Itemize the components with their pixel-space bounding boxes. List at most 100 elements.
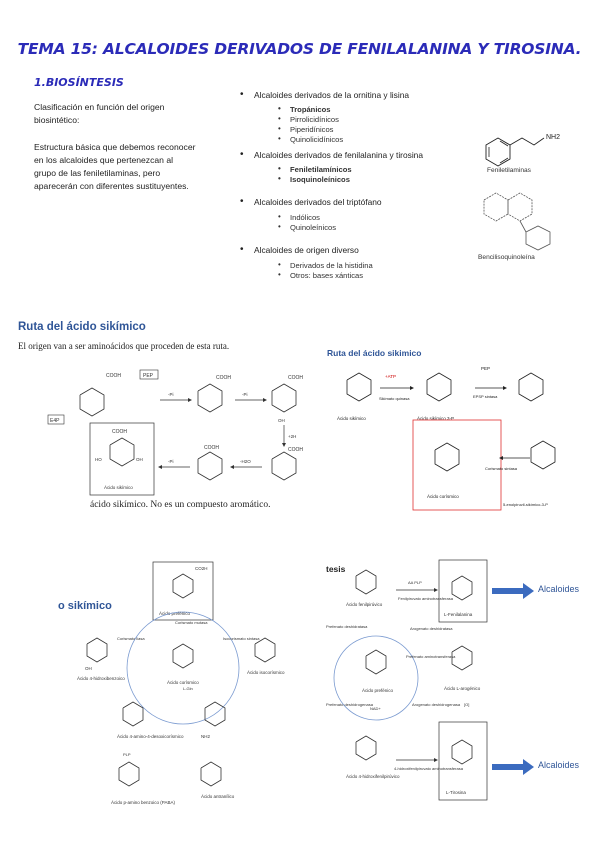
category-group: Alcaloides derivados de fenilalanina y t… [240,149,470,185]
shikimic-right-diagram: Ácido sikímico +ATP Sikimato quinasa Áci… [337,366,556,511]
benzylisoquinoline-structure [483,192,551,251]
ltyr-label: L-Tirosina [446,790,466,795]
pref-dehydrog-label: Prefenato deshidrogenasa [326,702,374,707]
prephenic-box [152,561,214,621]
category-sub: Quinolicidínicos [278,134,470,145]
category-sub: Indólicos [278,212,470,223]
para2-line: grupo de las feniletilaminas, pero [34,168,161,178]
co2h-label: CO2H [195,566,208,571]
lyase-label: Corismato liasa [117,636,145,641]
phenylpyruvic-label: Ácido fenilpirúvico [346,601,383,607]
para2-line: en los alcaloides que pertenezcan al [34,155,174,165]
s3p-label: Ácido sikímico 3-P [417,415,454,421]
h-label: +2H [288,434,296,439]
category-group: Alcaloides de origen diverso Derivados d… [240,244,470,281]
arrow-to-alkaloids-2 [492,759,534,775]
prephenic-right-label: Ácido prefénico [362,687,394,693]
cooh-label: COOH [288,375,303,381]
hpp-amino-label: 4-hidroxifenilpiruvato aminotransferasa [394,766,464,771]
anthranilic-label: Ácido antranílico [201,793,235,799]
hb-label: Ácido 4-hidroxibenzoico [77,675,125,681]
shik-label: Ácido sikímico [337,415,366,421]
oh-label: OH [136,457,143,462]
pep-right-label: PEP [481,366,490,371]
shikimic-acid-box [89,422,155,496]
category-head: Alcaloides derivados de la ornitina y li… [240,89,470,100]
category-sub: Pirrolicidínicos [278,114,470,125]
arog-dehyd-label: Arogenato deshidratasa [410,626,453,631]
category-head: Alcaloides derivados de fenilalanina y t… [240,149,470,160]
fp-amino-label: Fenilpiruvato aminotransferasa [398,596,454,601]
structure-paragraph: Estructura básica que debemos reconocer … [34,141,244,193]
bottom-right-heading: tesis [326,564,346,574]
pep-label: PEP [143,373,154,379]
pi-label: -Pi [168,459,174,464]
oh-label: OH [278,418,285,423]
category-head: Alcaloides derivados del triptófano [240,196,470,207]
e4p-label: E4P [50,418,60,424]
cooh-label: COOH [204,445,219,451]
category-sub: Quinoleínicos [278,222,470,233]
h2o-label: -H2O [240,459,251,464]
chorismic-label: Ácido corísmico [167,679,199,685]
mutase-label: Corismato mutasa [175,620,208,625]
para1-line: Clasificación en función del origen [34,102,165,112]
page-title: TEMA 15: ALCALOIDES DERIVADOS DE FENILAL… [17,40,582,58]
shikimic-intro: El origen van a ser aminoácidos que proc… [18,341,230,351]
category-sub: Derivados de la histidina [278,260,470,271]
isomerase-label: Isocorismato sintasa [223,636,260,641]
shikimic-heading: Ruta del ácido sikímico [18,321,146,333]
para1-line: biosintético: [34,115,80,125]
para2-line: Estructura básica que debemos reconocer [34,142,196,152]
phe-tyr-biosynthesis-diagram: Ácido fenilpirúvico AA PLP Fenilpiruvato… [326,559,488,801]
nh2-label: NH2 [201,734,210,739]
category-sub: Isoquinoleínicos [278,174,470,185]
paba-label: Ácido p-amino benzoico (PABA) [111,799,175,805]
hpp-label: Ácido 4-hidroxifenilpirúvico [346,773,400,779]
bottom-left-heading: o sikímico [58,600,112,612]
lphe-box [438,559,488,623]
prephenate-circle [333,635,419,721]
pep-box [139,369,159,380]
arrow-to-alkaloids-1 [492,583,534,599]
category-head: Alcaloides de origen diverso [240,244,470,255]
category-sub: Feniletilamínicos [278,164,470,175]
category-sub: Otros: bases xánticas [278,270,470,281]
cooh-label: COOH [112,429,127,435]
pref-amino-label: Prefenato aminotransferasa [406,654,456,659]
section-heading-biosintesis: 1.BIOSÍNTESIS [34,76,124,89]
arogenic-label: Ácido L-arogénico [444,685,481,691]
pi-label: -Pi [242,392,248,397]
alkaloids-label-1: Alcaloides [538,584,580,594]
benzylisoquinoline-caption: Bencilisoquinoleína [478,254,535,261]
isochorismic-label: Ácido isocorísmico [247,669,285,675]
chorismate-synthase-label: Corismato sintasa [485,466,518,471]
prephenic-label: Ácido prefénico [159,610,191,616]
lgln-label: L-Gln [183,686,193,691]
lphe-label: L-Fenilalanina [444,612,473,617]
phenethylamine-structure: NH2 [485,134,560,167]
chorismate-circle [126,611,240,725]
category-sub: Tropánicos [278,104,470,115]
epsp-acid-label: 5-enolpiruvil-sikímico-3-P [503,502,548,507]
nh2-label: NH2 [546,134,560,141]
kinase-label: Sikimato quinasa [379,396,410,401]
category-group: Alcaloides derivados de la ornitina y li… [240,89,470,145]
pi-label: -Pi [168,392,174,397]
e4p-box [47,414,65,425]
alkaloids-label-2: Alcaloides [538,760,580,770]
category-group: Alcaloides derivados del triptófano Indó… [240,196,470,233]
shikimic-box-label: Ácido sikímico [104,484,133,490]
shikimic-pathway-diagram: COOH PEP E4P -Pi COOH -Pi COOH OH +2H CO… [47,369,303,496]
red-highlight-box [412,419,502,511]
oh-label: OH [85,666,92,671]
epsp-label: EPSP sintasa [473,394,498,399]
ltyr-box [438,721,488,801]
o-label: [O] [464,702,469,707]
adc-label: Ácido 4-amino-4-desoxicorísmico [117,733,184,739]
category-sub: Piperidínicos [278,124,470,135]
shikimic-right-heading: Ruta del ácido sikimico [327,348,422,358]
phenethylamine-caption: Feniletilaminas [487,167,531,174]
pref-dehyd-label: Prefenato deshidratasa [326,624,368,629]
chorismate-branch-diagram: CO2H Ácido prefénico Corismato mutasa Ác… [77,561,285,805]
